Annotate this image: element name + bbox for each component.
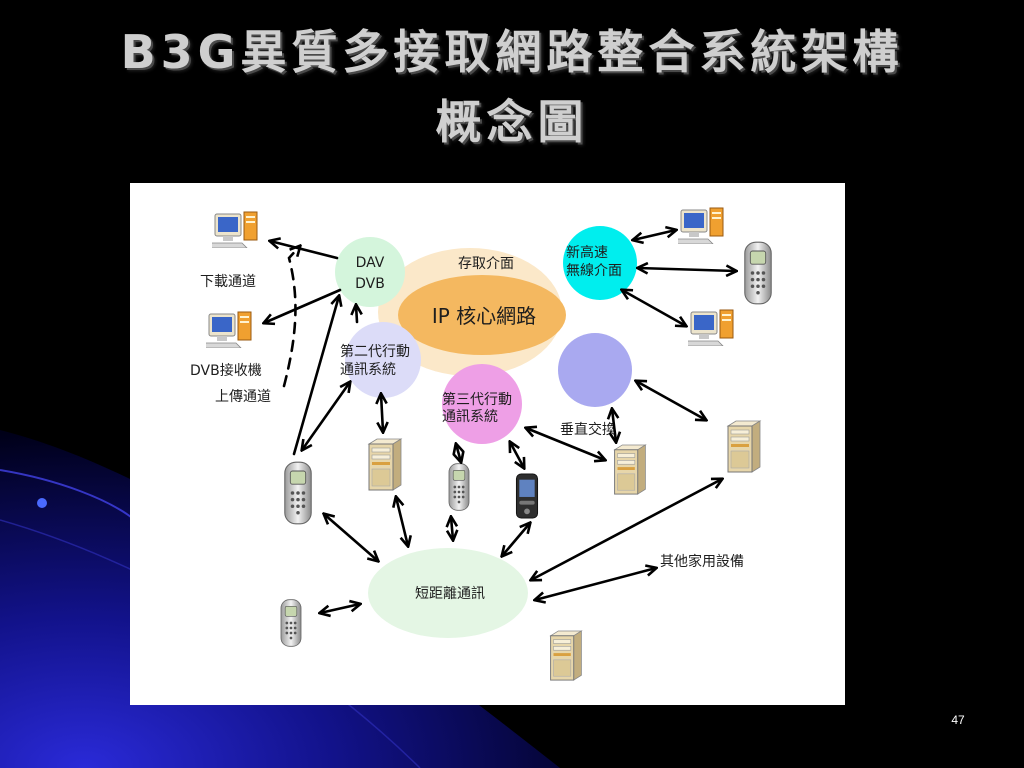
arrow-3g-server [526,428,605,460]
mobile-phone-icon [284,461,312,525]
short-range-label: 短距離通訊 [415,585,485,602]
access-interface-label: 存取介面 [458,256,514,272]
arrow-3g-pda [510,442,524,468]
mobile-3g-label-line2: 通訊系統 [442,409,498,425]
arrow-phone-bottom-short-range [320,604,360,613]
upload-channel-label: 上傳通道 [215,389,271,405]
dvb-receiver-label: DVB接收機 [190,362,262,379]
arrow-pda-short-range [502,523,530,556]
ip-core-label: IP 核心網路 [432,304,536,328]
download-channel-label: 下載通道 [200,274,256,290]
mobile-phone-icon [280,599,302,647]
slide-title-line1: B3G異質多接取網路整合系統架構 [120,25,904,79]
server-tower-icon [727,420,761,473]
background-swoosh-highlight [0,469,136,521]
dvb-label: DVB [355,276,385,292]
arrow-phone-2g [302,382,350,450]
vertical-handover-label: 垂直交換 [560,421,616,438]
background-dot [37,498,47,508]
arrow-3g-phone [456,444,461,462]
arrow-wireless-computer-top [633,230,676,240]
mobile-phone-icon [448,463,470,511]
short-range-node [368,548,528,638]
arrow-wireless-phone [638,268,736,271]
mobile-3g-label-line1: 第三代行動 [442,391,512,408]
arrow-phone-short-range [324,514,378,561]
pda-phone-icon [515,473,539,519]
other-home-devices-label: 其他家用設備 [660,553,744,570]
server-tower-icon [368,438,402,491]
arrow-handover-server-right [636,381,706,420]
arrow-upload-channel-dashed [282,246,300,388]
mobile-phone-icon [744,241,772,305]
arrow-server-short-range [396,497,408,546]
server-tower-icon [614,444,646,495]
high-speed-label-line1: 新高速 [566,244,608,261]
dav-dvb-node [335,237,405,307]
arrow-dvb-to-computer-download [270,241,339,260]
arrow-2g-to-dvb [356,305,357,324]
mobile-2g-label-line1: 第二代行動 [340,343,410,360]
ip-core-ellipse [398,275,566,355]
arrow-short-range-other-devices [535,568,656,600]
mobile-2g-node [345,322,421,398]
high-speed-wireless-node [563,226,637,300]
page-number: 47 [951,713,965,727]
arrow-wireless-computer-bottom [622,290,686,326]
mobile-3g-node [442,364,522,444]
arrow-phone3g-short-range [451,517,453,540]
arrow-dvb-to-dvb-receiver [264,288,342,323]
slide-title-line2: 概念圖 [435,95,589,149]
high-speed-label-line2: 無線介面 [566,263,622,279]
vertical-handover-node [558,333,632,407]
arrow-server-right-short-range [531,479,722,580]
mobile-2g-label-line2: 通訊系統 [340,362,396,378]
server-tower-icon [550,630,582,681]
arrow-handover-server [612,409,616,442]
dav-label: DAV [356,255,385,271]
arrow-2g-server [381,394,383,432]
